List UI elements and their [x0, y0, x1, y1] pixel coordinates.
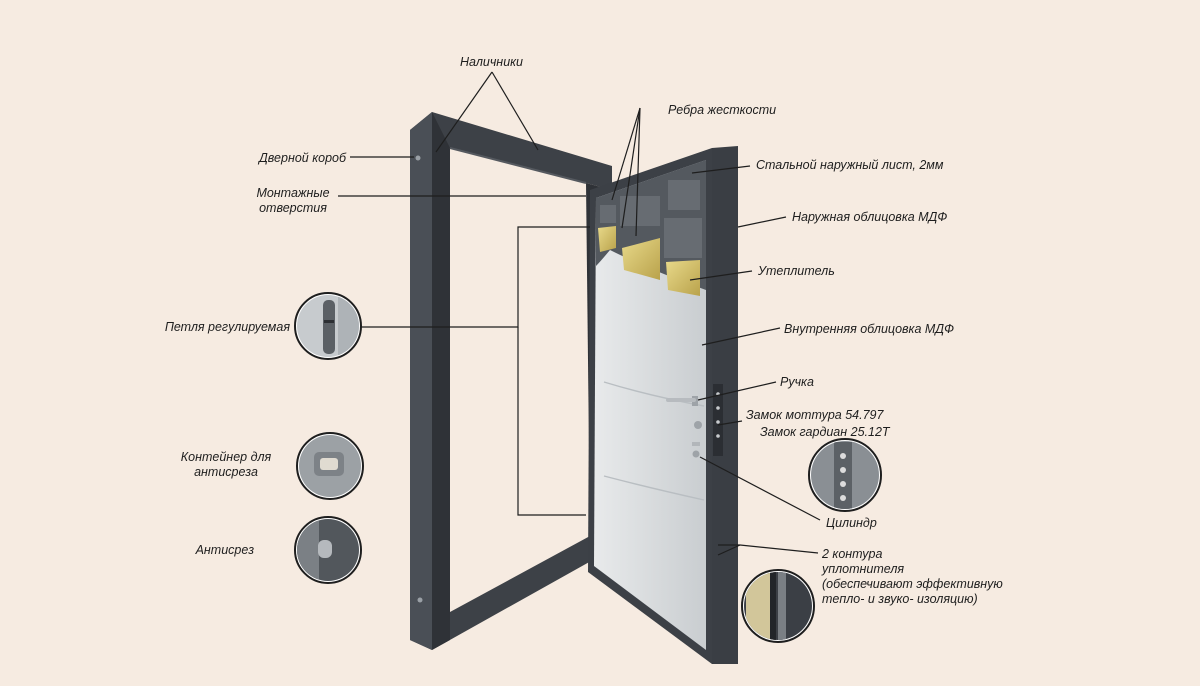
label-tsilindr: Цилиндр	[826, 516, 877, 530]
door-frame	[410, 112, 612, 650]
label-vnutr-mdf: Внутренняя облицовка МДФ	[784, 322, 955, 336]
label-stalnoy-list: Стальной наружный лист, 2мм	[756, 158, 944, 172]
label-ruchka: Ручка	[780, 375, 814, 389]
insulation	[598, 226, 616, 252]
label-uteplitel: Утеплитель	[758, 264, 835, 278]
label-petlya: Петля регулируемая	[164, 320, 290, 334]
label-konteyner: Контейнер для антисреза	[180, 450, 272, 479]
insulation	[666, 260, 700, 296]
label-naruzh-mdf: Наружная облицовка МДФ	[792, 210, 948, 224]
label-rebra: Ребра жесткости	[668, 103, 777, 117]
door-leaf	[588, 146, 738, 664]
label-zamok-gardian: Замок гардиан 25.12Т	[760, 425, 890, 439]
antisrez-container-inset	[296, 432, 364, 500]
handle	[666, 398, 696, 402]
label-montazh: Монтажные отверстия	[256, 186, 330, 215]
label-kontur: 2 контура уплотнителя (обеспечивают эффе…	[822, 547, 1003, 606]
label-antisrez: Антисрез	[195, 543, 254, 557]
label-zamok-mottura: Замок моттура 54.797	[746, 408, 884, 422]
label-dvernoy-korob: Дверной короб	[259, 151, 346, 165]
leader-lines	[338, 71, 821, 556]
lock-inset	[808, 438, 882, 512]
seal-inset	[741, 569, 815, 643]
mounting-hole	[415, 155, 421, 161]
hinge-inset	[294, 292, 362, 360]
mounting-hole	[417, 597, 423, 603]
antisrez-inset	[294, 516, 362, 584]
insulation	[622, 238, 660, 280]
label-nalichniki: Наличники	[460, 55, 523, 69]
